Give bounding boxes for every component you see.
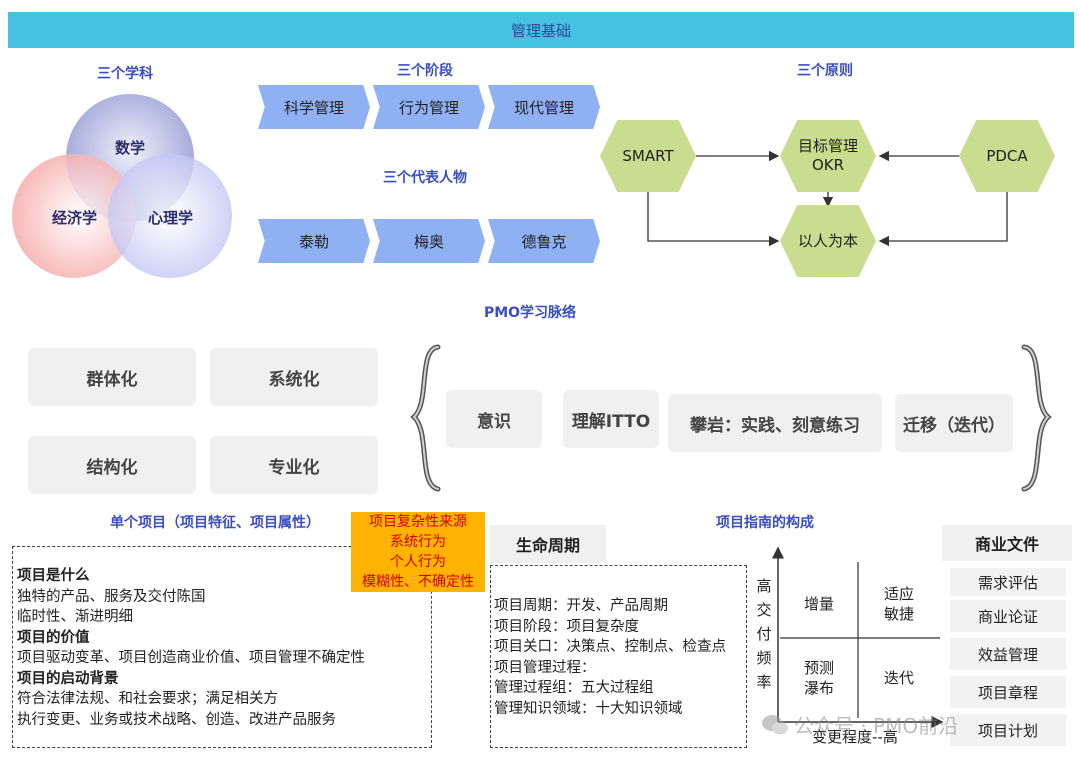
principles-title: 三个原则 <box>797 63 853 79</box>
lifecycle-line: 管理过程组：五大过程组 <box>494 680 654 696</box>
figure-drucker: 德鲁克 <box>488 219 600 263</box>
y-label-char: 高 <box>756 577 772 595</box>
figures-title: 三个代表人物 <box>383 170 467 186</box>
guide-title: 项目指南的构成 <box>716 515 814 531</box>
single-project-heading: 项目的价值 <box>17 629 90 646</box>
doc-business-case: 商业论证 <box>950 600 1066 632</box>
lifecycle-line: 项目周期：开发、产品周期 <box>494 598 668 614</box>
principles-arrows <box>647 150 1008 247</box>
guide-y-label: 高 交 付 频 率 <box>754 574 774 694</box>
pmo-box-structure: 结构化 <box>28 436 196 494</box>
y-label-char: 交 <box>756 601 772 619</box>
lifecycle-line: 管理知识领域：十大知识领域 <box>494 700 683 717</box>
pmo-box-system: 系统化 <box>210 348 378 406</box>
venn-circle-psychology <box>108 154 232 278</box>
single-project-title: 单个项目（项目特征、项目属性） <box>110 515 320 531</box>
venn-label-math: 数学 <box>115 139 146 157</box>
lifecycle-lines: 项目周期：开发、产品周期项目阶段：项目复杂度项目关口：决策点、控制点、检查点项目… <box>494 596 726 719</box>
pmo-path-title: PMO学习脉络 <box>483 305 577 321</box>
hex-okr: 目标管理 OKR <box>780 120 876 192</box>
quadrant-adaptive-agile: 适应 敏捷 <box>883 585 914 623</box>
pmo-box-professional: 专业化 <box>210 436 378 494</box>
complexity-box: 项目复杂性来源 系统行为 个人行为 模糊性、不确定性 <box>351 512 485 592</box>
complexity-line: 项目复杂性来源 <box>369 514 467 530</box>
disciplines-title: 三个学科 <box>97 66 153 82</box>
stage-modern: 现代管理 <box>488 85 600 129</box>
step-understand-itto: 理解ITTO <box>563 390 659 448</box>
single-project-line: 符合法律法规、和社会要求；满足相关方 <box>17 691 278 707</box>
single-project-line: 执行变更、业务或技术战略、创造、改进产品服务 <box>17 711 336 728</box>
hex-pdca: PDCA <box>959 120 1055 192</box>
doc-benefits-management: 效益管理 <box>950 638 1066 670</box>
y-label-char: 频 <box>756 649 772 667</box>
stage-scientific: 科学管理 <box>258 85 370 129</box>
complexity-line: 系统行为 <box>390 534 446 550</box>
quadrant-iterative: 迭代 <box>883 669 914 687</box>
guide-x-label: 变更程度--高 <box>812 728 898 746</box>
doc-needs-assessment: 需求评估 <box>950 568 1066 596</box>
figure-mayo: 梅奥 <box>373 219 485 263</box>
lifecycle-box: 项目周期：开发、产品周期项目阶段：项目复杂度项目关口：决策点、控制点、检查点项目… <box>490 565 747 748</box>
lifecycle-line: 项目管理过程： <box>494 659 596 676</box>
complexity-line: 模糊性、不确定性 <box>362 574 474 590</box>
venn-circle-economics <box>12 154 136 278</box>
hex-smart: SMART <box>600 120 696 192</box>
banner-title: 管理基础 <box>8 12 1074 48</box>
lifecycle-title: 生命周期 <box>490 525 606 563</box>
watermark-text: 公众号 · PMO前沿 <box>794 714 959 738</box>
venn-label-psychology: 心理学 <box>148 209 194 227</box>
single-project-heading: 项目的启动背景 <box>17 670 119 687</box>
guide-axes <box>772 546 944 728</box>
quadrant-incremental: 增量 <box>803 595 834 613</box>
single-project-box: 项目是什么独特的产品、服务及交付陈国临时性、渐进明细项目的价值项目驱动变革、项目… <box>12 546 432 748</box>
lifecycle-line: 项目阶段：项目复杂度 <box>494 618 639 635</box>
figure-taylor: 泰勒 <box>258 219 370 263</box>
stage-behavioral: 行为管理 <box>373 85 485 129</box>
venn-label-economics: 经济学 <box>52 209 98 227</box>
y-label-char: 率 <box>756 673 772 691</box>
lifecycle-line: 项目关口：决策点、控制点、检查点 <box>494 639 726 655</box>
single-project-lines: 项目是什么独特的产品、服务及交付陈国临时性、渐进明细项目的价值项目驱动变革、项目… <box>17 566 365 730</box>
business-docs-title: 商业文件 <box>942 525 1072 561</box>
wechat-icon <box>762 714 788 734</box>
watermark: 公众号 · PMO前沿 <box>760 710 958 739</box>
right-brace-icon <box>1021 344 1052 492</box>
doc-project-plan: 项目计划 <box>950 714 1066 746</box>
left-brace-icon <box>410 344 441 492</box>
hex-people-oriented: 以人为本 <box>780 205 876 277</box>
step-transfer-iterate: 迁移（迭代） <box>895 394 1013 452</box>
complexity-line: 个人行为 <box>390 554 446 570</box>
quadrant-predictive-waterfall: 预测 瀑布 <box>803 659 834 697</box>
step-awareness: 意识 <box>446 390 542 448</box>
venn-diagram <box>12 94 232 278</box>
doc-project-charter: 项目章程 <box>950 676 1066 708</box>
single-project-heading: 项目是什么 <box>17 568 90 584</box>
single-project-line: 临时性、渐进明细 <box>17 609 133 625</box>
stages-title: 三个阶段 <box>397 63 453 79</box>
single-project-line: 独特的产品、服务及交付陈国 <box>17 588 206 605</box>
y-label-char: 付 <box>756 625 772 643</box>
pmo-box-group: 群体化 <box>28 348 196 406</box>
step-climbing-practice: 攀岩：实践、刻意练习 <box>668 394 882 452</box>
single-project-line: 项目驱动变革、项目创造商业价值、项目管理不确定性 <box>17 650 365 666</box>
